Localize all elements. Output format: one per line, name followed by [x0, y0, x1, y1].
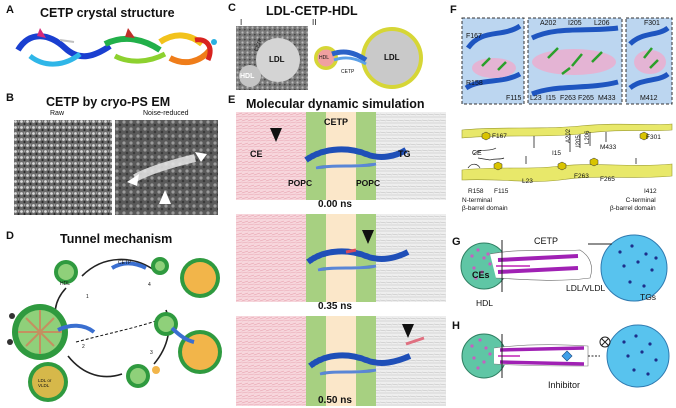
md-popc-right-label: POPC	[356, 178, 381, 188]
raw-label: Raw	[50, 110, 65, 117]
panel-d-hdl: HDL	[60, 281, 71, 287]
box3-m412: M412	[640, 95, 658, 102]
box2-l206: L206	[594, 20, 610, 27]
schem-f263: F263	[574, 173, 589, 180]
box2-i15: I15	[546, 95, 556, 102]
residue-tunnel-schematic	[461, 123, 673, 182]
box2-f265: F265	[578, 95, 594, 102]
md-simulation-frames	[236, 112, 446, 406]
n-terminal-line2: β-barrel domain	[462, 204, 508, 212]
panel-e-label: E	[228, 94, 236, 106]
cetp-crystal-structure-illustration	[15, 28, 217, 67]
box1-f167: F167	[466, 33, 482, 40]
panel-d-label: D	[6, 230, 14, 242]
arrowhead-right-icon	[195, 152, 207, 162]
panel-c-hdl-schematic: HDL	[319, 55, 330, 61]
box1-f115: F115	[506, 95, 522, 102]
schem-f301: F301	[646, 134, 661, 141]
arrowhead-bottom-icon	[159, 190, 171, 204]
box2-f263: F263	[560, 95, 576, 102]
panel-d-step-3: 3	[150, 350, 153, 356]
panel-d-cetp: CETP	[118, 260, 132, 266]
g-ces-label: CEs	[472, 270, 490, 280]
panel-b-title: CETP by cryo-PS EM	[46, 95, 171, 109]
panel-c-cetp-schematic: CETP	[341, 69, 355, 75]
h-inhibitor-label: Inhibitor	[548, 380, 581, 390]
panel-d-step-2: 2	[82, 344, 85, 350]
panel-c-roman-1: I	[240, 18, 243, 27]
g-cetp-label: CETP	[534, 236, 559, 246]
box2-a202: A202	[540, 20, 557, 27]
cetp-transfer-diagram	[460, 234, 668, 302]
panel-c-ldl-em: LDL	[269, 55, 285, 64]
g-hdl-label: HDL	[476, 298, 494, 308]
schem-f115: F115	[494, 188, 509, 195]
c-terminal-label: C-terminal β-barrel domain	[610, 197, 656, 212]
panel-c-ldl-schematic: LDL	[384, 53, 400, 62]
noise-reduced-label: Noise-reduced	[143, 110, 189, 117]
ldl-cetp-hdl-schematic	[314, 27, 423, 89]
tunnel-mechanism-diagram	[7, 257, 222, 402]
panel-d-step-1: 1	[86, 294, 89, 300]
box2-l23: L23	[530, 95, 542, 102]
schem-l206: L206	[585, 130, 591, 144]
schem-f265: F265	[600, 176, 615, 183]
cryo-em-noise-reduced-image	[115, 120, 218, 215]
schem-m433: M433	[600, 144, 617, 151]
box2-m433: M433	[598, 95, 616, 102]
n-terminal-line1: N-terminal	[462, 197, 492, 204]
g-tgs-label: TGs	[640, 292, 657, 302]
md-tg-label: TG	[398, 149, 411, 159]
schem-f167: F167	[492, 133, 507, 140]
panel-c-label: C	[228, 2, 236, 14]
panel-h-label: H	[452, 320, 460, 332]
schem-r158: R158	[468, 188, 484, 195]
box3-f301: F301	[644, 20, 660, 27]
arrowhead-frame3-icon	[402, 324, 414, 338]
panel-d-title: Tunnel mechanism	[60, 232, 173, 246]
cryo-em-raw-image	[14, 120, 112, 215]
residue-zoom-boxes	[461, 17, 673, 105]
md-cetp-label: CETP	[324, 117, 349, 127]
box2-i205: I205	[568, 20, 582, 27]
panel-a-label: A	[6, 4, 14, 16]
c-terminal-line2: β-barrel domain	[610, 204, 656, 212]
cetp-inhibition-diagram	[461, 324, 670, 388]
schem-i205: I205	[576, 135, 582, 147]
md-ce-label: CE	[250, 149, 263, 159]
panel-g-label: G	[452, 236, 461, 248]
schem-i412: I412	[644, 188, 657, 195]
md-time-1: 0.35 ns	[318, 301, 352, 312]
arrowhead-frame1-icon	[270, 128, 282, 142]
c-terminal-line1: C-terminal	[625, 197, 656, 204]
schem-a202: A202	[566, 128, 572, 143]
md-popc-left-label: POPC	[288, 178, 313, 188]
arrowhead-left-icon	[127, 174, 139, 186]
schem-i15: I15	[552, 150, 562, 157]
arrowhead-frame2-icon	[362, 230, 374, 244]
panel-c-roman-2: II	[312, 18, 317, 27]
n-terminal-label: N-terminal β-barrel domain	[462, 197, 508, 212]
schem-l23: L23	[522, 178, 533, 185]
panel-d-step-4: 4	[148, 282, 151, 288]
md-time-0: 0.00 ns	[318, 199, 352, 210]
md-time-2: 0.50 ns	[318, 395, 352, 406]
panel-c-title: LDL-CETP-HDL	[266, 4, 358, 18]
panel-e-title: Molecular dynamic simulation	[246, 97, 425, 111]
schem-ce: CE	[472, 150, 482, 157]
panel-a-title: CETP crystal structure	[40, 6, 175, 20]
panel-c-hdl-em: HDL	[240, 73, 255, 80]
panel-f-label: F	[450, 4, 457, 16]
panel-d-ldl-vldl: LDL or VLDL	[38, 378, 52, 388]
panel-b-label: B	[6, 92, 14, 104]
g-ldl-vldl-label: LDL/VLDL	[566, 283, 606, 293]
blocked-icon	[599, 336, 611, 348]
ldl-cetp-hdl-em-image	[236, 26, 308, 90]
box1-r158: R158	[466, 80, 483, 87]
